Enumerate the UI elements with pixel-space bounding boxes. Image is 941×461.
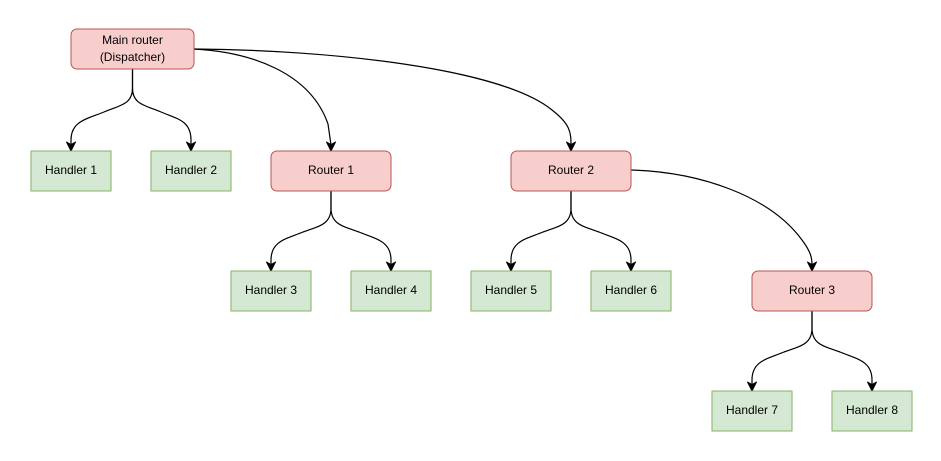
edge-router-1-to-handler-4 (330, 190, 396, 272)
edge-main-to-handler-1 (66, 68, 134, 152)
edge-line (193, 48, 572, 146)
edge-line (270, 190, 332, 266)
edge-main-to-router-2 (193, 48, 576, 152)
arrowhead-icon (506, 261, 516, 272)
edge-router-1-to-handler-3 (266, 190, 332, 272)
handler-box[interactable] (711, 390, 793, 432)
arrowhead-icon (747, 381, 757, 392)
router-box[interactable] (270, 150, 392, 192)
node-handler-2[interactable]: Handler 2 (150, 150, 232, 192)
edge-line (510, 190, 572, 266)
arrowhead-icon (807, 261, 817, 272)
edge-line (751, 310, 813, 386)
arrowhead-icon (626, 261, 636, 272)
handler-box[interactable] (30, 150, 112, 192)
node-handler-1[interactable]: Handler 1 (30, 150, 112, 192)
edge-line (193, 48, 332, 146)
handler-box[interactable] (350, 270, 432, 312)
edge-router-2-to-router-3 (630, 169, 817, 272)
edge-line (330, 190, 392, 266)
node-handler-5[interactable]: Handler 5 (470, 270, 552, 312)
edge-router-3-to-handler-7 (747, 310, 813, 392)
node-handler-4[interactable]: Handler 4 (350, 270, 432, 312)
edge-line (70, 68, 134, 146)
router-box[interactable] (70, 28, 195, 70)
node-router-1[interactable]: Router 1 (270, 150, 392, 192)
edge-main-to-handler-2 (131, 68, 196, 152)
router-box[interactable] (510, 150, 632, 192)
handler-box[interactable] (831, 390, 913, 432)
edge-line (630, 169, 813, 266)
router-box[interactable] (751, 270, 873, 312)
edge-line (131, 68, 192, 146)
node-router-3[interactable]: Router 3 (751, 270, 873, 312)
edge-line (570, 190, 632, 266)
edge-router-2-to-handler-5 (506, 190, 572, 272)
node-handler-7[interactable]: Handler 7 (711, 390, 793, 432)
arrowhead-icon (867, 381, 877, 392)
edge-router-2-to-handler-6 (570, 190, 636, 272)
node-layer: Main router(Dispatcher) Handler 1 Handler … (30, 28, 913, 432)
node-router-2[interactable]: Router 2 (510, 150, 632, 192)
edge-main-to-router-1 (193, 48, 336, 152)
node-handler-6[interactable]: Handler 6 (590, 270, 672, 312)
arrowhead-icon (326, 141, 336, 152)
node-main-router[interactable]: Main router(Dispatcher) (70, 28, 195, 70)
arrowhead-icon (386, 261, 396, 272)
arrowhead-icon (566, 141, 576, 152)
handler-box[interactable] (590, 270, 672, 312)
edge-layer (66, 48, 877, 392)
node-handler-8[interactable]: Handler 8 (831, 390, 913, 432)
handler-box[interactable] (470, 270, 552, 312)
handler-box[interactable] (230, 270, 312, 312)
handler-box[interactable] (150, 150, 232, 192)
arrowhead-icon (266, 261, 276, 272)
node-handler-3[interactable]: Handler 3 (230, 270, 312, 312)
edge-line (811, 310, 873, 386)
edge-router-3-to-handler-8 (811, 310, 877, 392)
arrowhead-icon (186, 141, 196, 152)
arrowhead-icon (66, 141, 76, 152)
